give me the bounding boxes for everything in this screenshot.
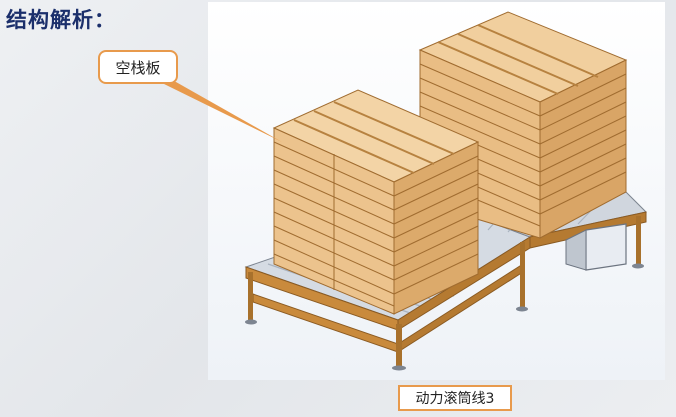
pallet-stack-front [272, 89, 480, 315]
figure-caption: 动力滚筒线3 [398, 385, 512, 411]
slide-title: 结构解析： [6, 8, 116, 32]
conveyor-illustration [244, 11, 648, 371]
conveyor-figure [208, 2, 665, 380]
callout-label-empty-pallet: 空栈板 [98, 50, 178, 84]
motor-box [565, 223, 627, 271]
